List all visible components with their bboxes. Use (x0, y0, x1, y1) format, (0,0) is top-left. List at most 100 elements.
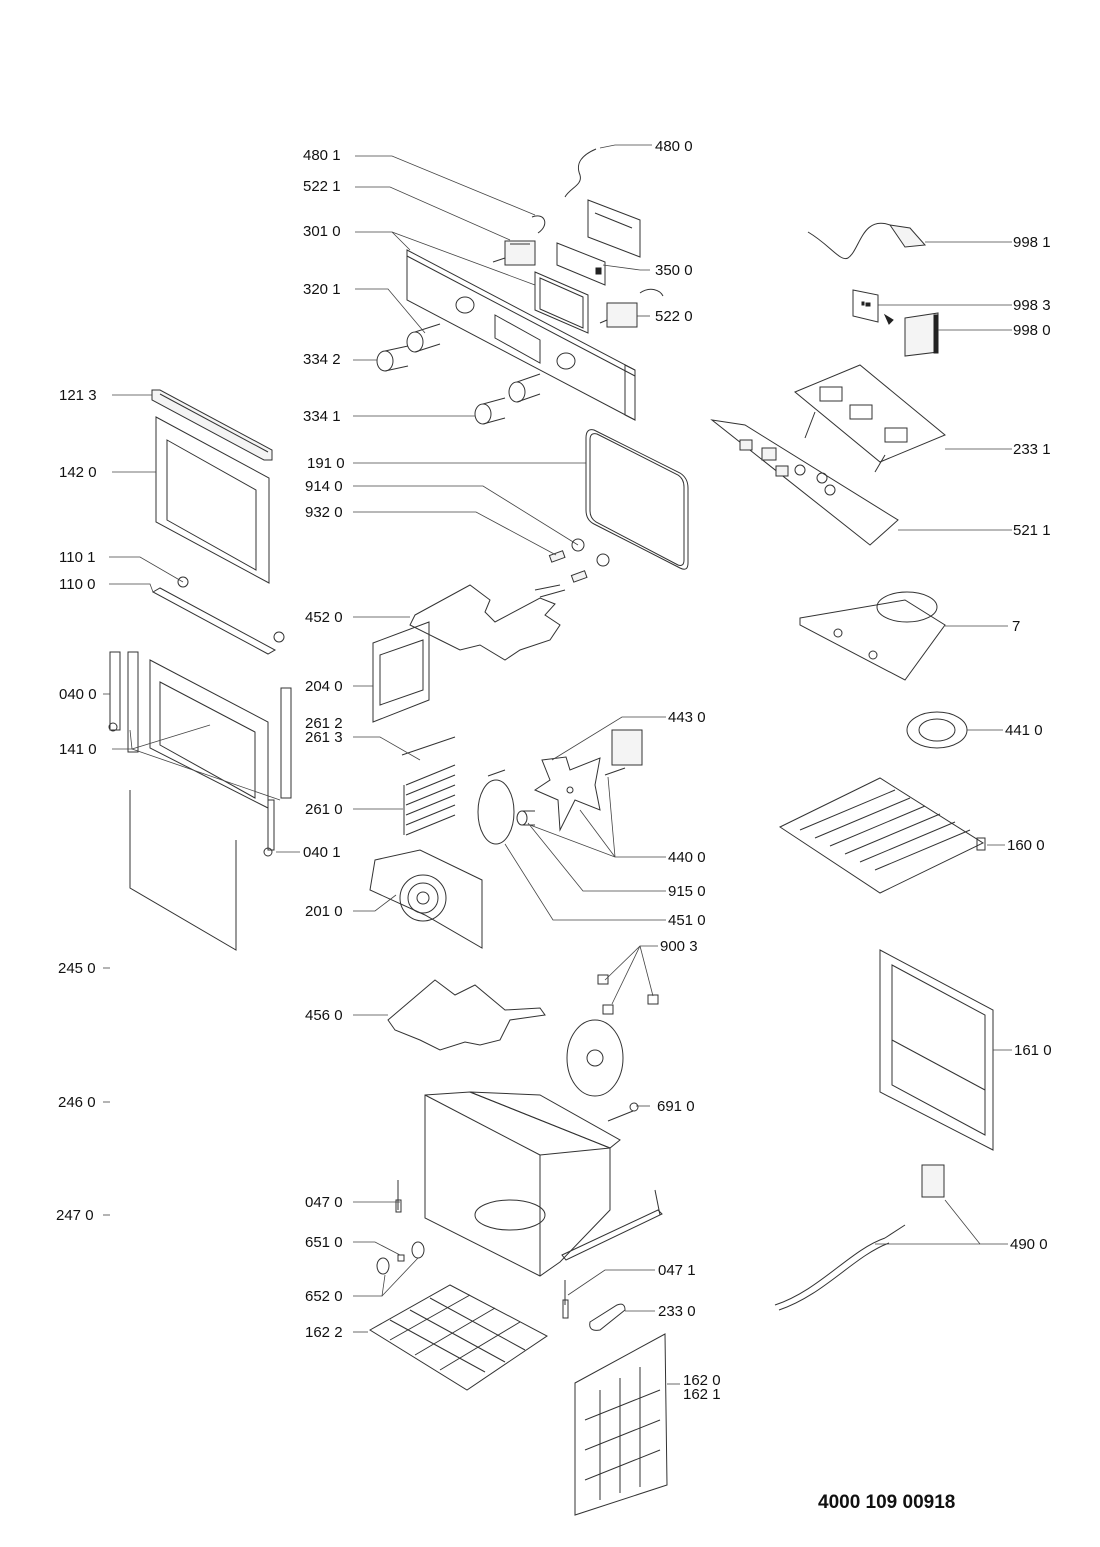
circular-element-451-0 (477, 769, 515, 845)
shelf-support-261-0 (401, 736, 456, 836)
terminal-block-490-0 (921, 1164, 945, 1198)
part-label-204-0: 204 0 (305, 678, 343, 695)
part-label-521-1: 521 1 (1013, 522, 1051, 539)
part-label-691-0: 691 0 (657, 1098, 695, 1115)
part-label-480-0: 480 0 (655, 138, 693, 155)
grill-tray-160-0 (778, 777, 986, 894)
part-label-651-0: 651 0 (305, 1234, 343, 1251)
knob-bush-secondary (508, 373, 541, 403)
part-label-998-3: 998 3 (1013, 297, 1051, 314)
part-label-047-0: 047 0 (305, 1194, 343, 1211)
back-plate-disc (566, 1019, 624, 1097)
part-label-301-0: 301 0 (303, 223, 341, 240)
part-label-191-0: 191 0 (307, 455, 345, 472)
cooling-fan-441-0 (906, 711, 968, 749)
part-label-334-2: 334 2 (303, 351, 341, 368)
part-label-914-0: 914 0 (305, 478, 343, 495)
cable-998-1 (807, 222, 927, 260)
back-panel-161-0 (879, 949, 994, 1151)
wire-480-1 (531, 215, 546, 234)
display-bracket (587, 199, 641, 258)
grill-element-452-0 (409, 584, 566, 661)
part-label-456-0: 456 0 (305, 1007, 343, 1024)
part-label-652-0: 652 0 (305, 1288, 343, 1305)
part-label-443-0: 443 0 (668, 709, 706, 726)
part-label-441-0: 441 0 (1005, 722, 1043, 739)
display-board-350-0 (556, 242, 606, 286)
lower-element-456-0 (387, 979, 546, 1051)
display-frame-301-0 (534, 271, 589, 334)
part-label-040-0: 040 0 (59, 686, 97, 703)
selector-switch-522-1 (492, 240, 536, 266)
fan-blade-440-0 (533, 756, 601, 832)
inner-glass-142-0 (155, 416, 270, 584)
fan-cover-201-0 (369, 849, 483, 949)
seal-191-0 (585, 429, 689, 570)
part-label-110-0: 110 0 (59, 576, 96, 593)
part-label-162-2: 162 2 (305, 1324, 343, 1341)
part-label-261-0: 261 0 (305, 801, 343, 818)
sensor-047-0 (395, 1180, 402, 1213)
screw-691-0 (607, 1102, 639, 1122)
part-label-142-0: 142 0 (59, 464, 97, 481)
part-label-440-0: 440 0 (668, 849, 706, 866)
control-board-521-1 (710, 419, 899, 546)
part-label-522-0: 522 0 (655, 308, 693, 325)
part-label-915-0: 915 0 (668, 883, 706, 900)
part-label-900-3: 900 3 (660, 938, 698, 955)
part-label-162-0: 162 0 (683, 1372, 721, 1389)
part-label-047-1: 047 1 (658, 1262, 696, 1279)
knob-334-1 (474, 397, 506, 425)
part-label-121-3: 121 3 (59, 387, 97, 404)
part-label-320-1: 320 1 (303, 281, 341, 298)
side-rack-162-0 (574, 1333, 668, 1516)
leader-lines (103, 144, 1012, 1385)
part-label-245-0: 245 0 (58, 960, 96, 977)
door-side-profile-left (127, 651, 139, 753)
hinge-040-1 (263, 799, 275, 857)
fan-motor-443-0 (604, 729, 643, 776)
knob-334-2 (376, 345, 409, 372)
control-panel-301-0 (406, 249, 636, 421)
door-top-trim-121-3 (151, 389, 273, 461)
part-label-246-0: 246 0 (58, 1094, 96, 1111)
board-bracket-233-1 (794, 364, 946, 473)
part-label-334-1: 334 1 (303, 408, 341, 425)
part-label-451-0: 451 0 (668, 912, 706, 929)
wire-480-0 (564, 148, 597, 198)
bracket-233-0 (589, 1303, 626, 1331)
fan-nut-915-0 (516, 810, 535, 826)
label-998-3 (852, 289, 894, 325)
part-label-932-0: 932 0 (305, 504, 343, 521)
part-label-162-1: 162 1 (683, 1386, 721, 1403)
part-label-233-1: 233 1 (1013, 441, 1051, 458)
fan-duct-7 (799, 591, 946, 681)
door-panel-bottom (129, 790, 237, 951)
part-label-490-0: 490 0 (1010, 1236, 1048, 1253)
lamp-cover-plate-204-0 (372, 621, 430, 723)
lamp-cover-914-0 (571, 538, 610, 567)
lamp-holder-932-0 (548, 550, 588, 583)
part-label-161-0: 161 0 (1014, 1042, 1052, 1059)
handle-110-0 (151, 587, 277, 655)
part-label-040-1: 040 1 (303, 844, 341, 861)
part-label-160-0: 160 0 (1007, 837, 1045, 854)
outer-door-glass-141-0 (149, 659, 269, 809)
part-label-998-1: 998 1 (1013, 234, 1051, 251)
mains-cable-490-0 (774, 1224, 906, 1311)
part-label-452-0: 452 0 (305, 609, 343, 626)
cavity-rail (561, 1189, 663, 1261)
lamp-651-0 (397, 1254, 405, 1262)
hinge-040-0 (108, 651, 121, 732)
part-label-233-0: 233 0 (658, 1303, 696, 1320)
part-label-522-1: 522 1 (303, 178, 341, 195)
oven-cavity (424, 1091, 621, 1277)
handle-cap-110-1 (177, 576, 285, 643)
part-label-141-0: 141 0 (59, 741, 97, 758)
wire-rack-162-2 (369, 1284, 548, 1391)
part-label-201-0: 201 0 (305, 903, 343, 920)
knob-bush-320-1 (406, 323, 441, 353)
part-label-998-0: 998 0 (1013, 322, 1051, 339)
part-label-261-3: 261 3 (305, 729, 343, 746)
